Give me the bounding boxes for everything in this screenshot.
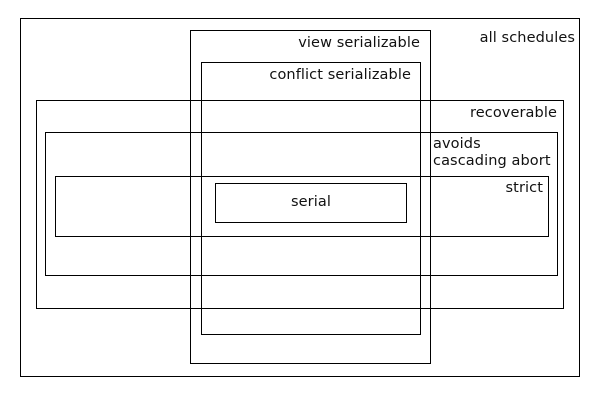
region-recoverable xyxy=(36,100,564,309)
region-all-schedules xyxy=(20,18,580,377)
label-serial: serial xyxy=(291,194,331,210)
label-all-schedules: all schedules xyxy=(479,30,575,46)
region-view-serializable xyxy=(190,30,431,364)
label-recoverable: recoverable xyxy=(469,105,557,121)
region-serial xyxy=(215,183,407,223)
label-view-serializable: view serializable xyxy=(298,35,420,51)
region-avoids-cascading-abort xyxy=(45,132,558,276)
region-strict xyxy=(55,176,549,237)
label-strict: strict xyxy=(505,180,543,196)
label-conflict-serializable: conflict serializable xyxy=(269,67,411,83)
region-conflict-serializable xyxy=(201,62,421,335)
label-avoids-cascading-abort: avoids cascading abort xyxy=(433,136,551,169)
